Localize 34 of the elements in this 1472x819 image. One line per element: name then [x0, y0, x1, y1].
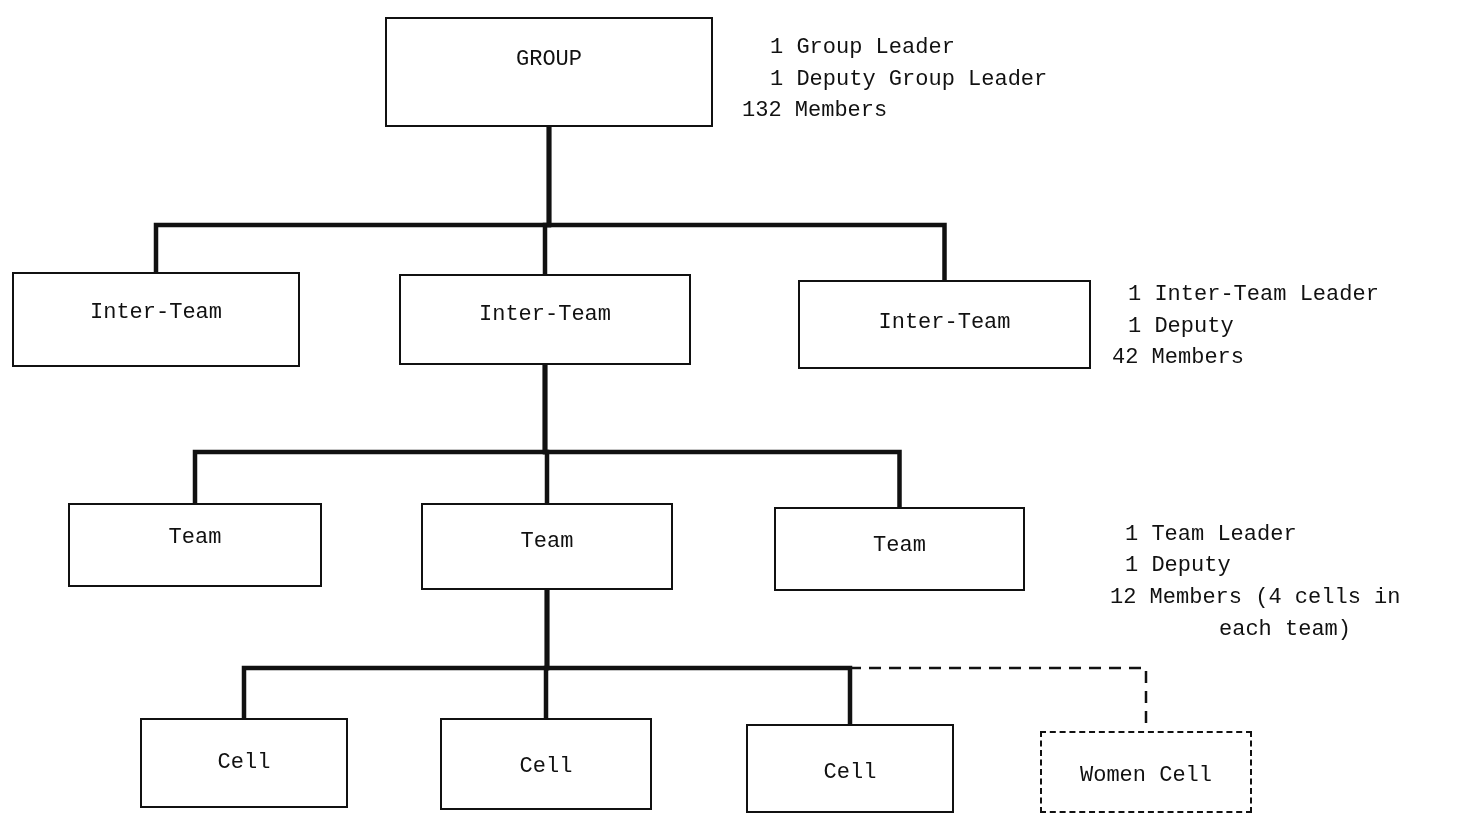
org-box — [798, 280, 1091, 369]
box-label: Inter-Team — [90, 300, 222, 327]
box-label: Cell — [217, 750, 271, 777]
dashed-box — [1040, 731, 1252, 813]
note-text: 1 Inter-Team Leader — [1128, 281, 1379, 309]
note-text: 1 Deputy Group Leader — [770, 66, 1048, 94]
org-box — [385, 17, 713, 127]
org-box — [746, 724, 954, 813]
org-box — [399, 274, 691, 365]
box-label: Inter-Team — [878, 310, 1011, 337]
box-label: Team — [520, 529, 574, 556]
connector-line — [546, 127, 947, 280]
org-box — [12, 272, 300, 367]
org-box — [774, 507, 1025, 591]
connector-line — [542, 365, 902, 507]
box-label: Team — [873, 533, 926, 560]
box-label: Team — [168, 525, 222, 552]
note-text: 1 Deputy — [1128, 313, 1234, 341]
connector-line — [544, 590, 853, 724]
org-box — [140, 718, 348, 808]
box-label: Cell — [519, 754, 573, 781]
org-box — [68, 503, 322, 587]
box-label: Women Cell — [1080, 763, 1212, 790]
org-box — [440, 718, 652, 810]
note-text: 1 Deputy — [1125, 552, 1231, 580]
org-box — [421, 503, 673, 590]
note-text: 1 Group Leader — [770, 34, 955, 62]
note-text: 132 Members — [742, 97, 888, 125]
box-label: Cell — [823, 760, 877, 787]
note-text: 42 Members — [1112, 344, 1245, 372]
note-text: 1 Team Leader — [1125, 521, 1297, 549]
box-label: Inter-Team — [479, 302, 611, 329]
note-text: 12 Members (4 cells in each team) — [1110, 584, 1402, 644]
box-label: GROUP — [516, 47, 582, 74]
